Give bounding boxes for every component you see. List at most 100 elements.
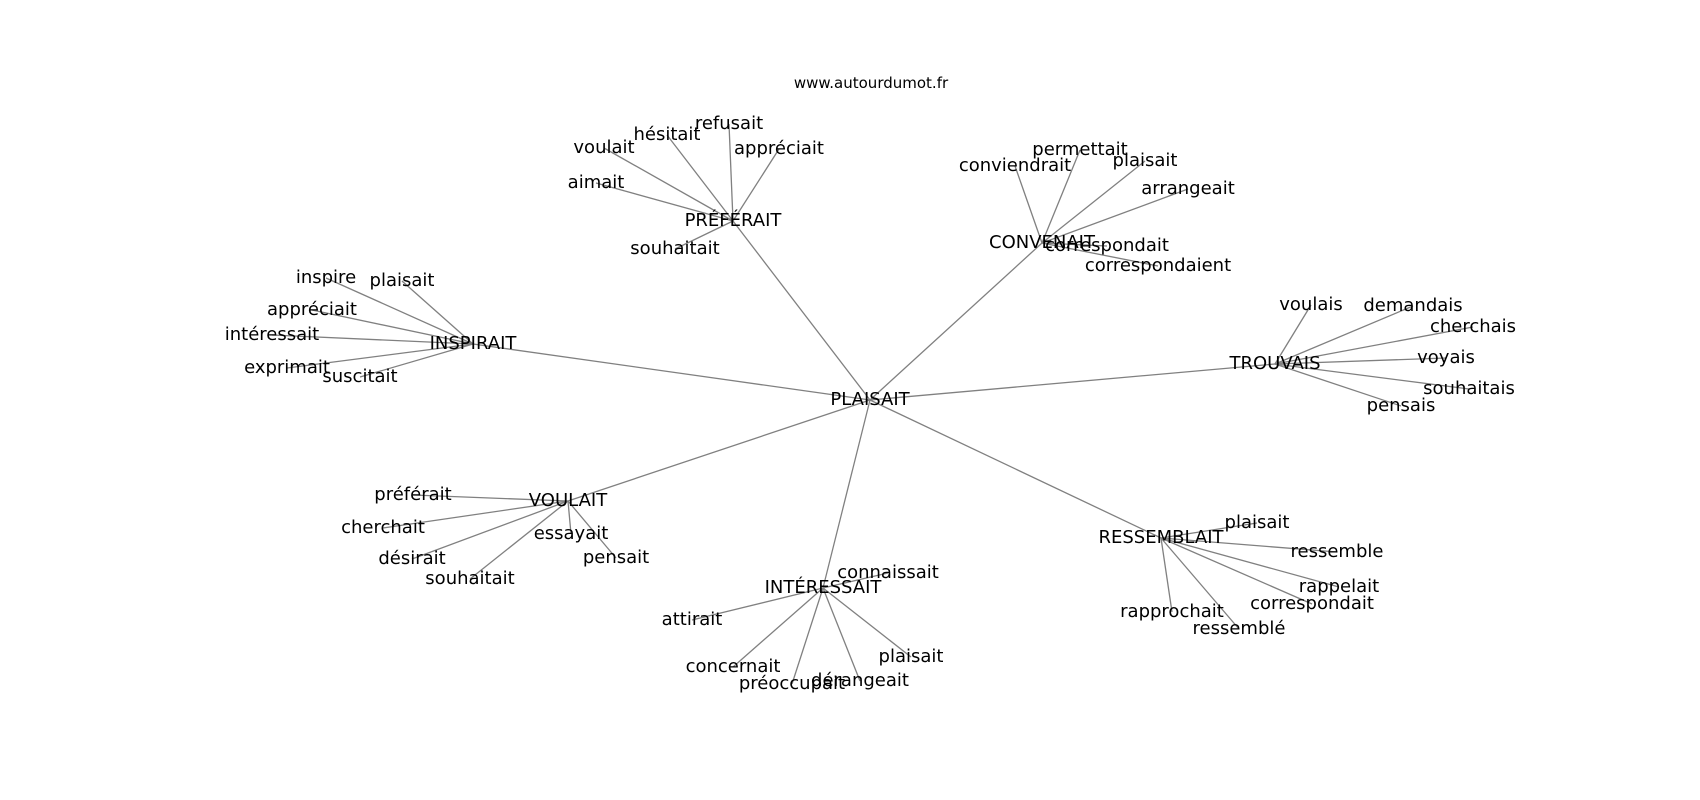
- leaf-node-label: appréciait: [734, 138, 824, 159]
- hub-node-label: RESSEMBLAIT: [1098, 527, 1224, 548]
- edge-hub-to-leaf: [1274, 326, 1474, 365]
- edge-hub-to-leaf: [666, 134, 734, 222]
- leaf-node-label: refusait: [695, 113, 763, 134]
- edge-root-to-hub: [869, 242, 1043, 401]
- edge-hub-to-leaf: [1160, 537, 1240, 630]
- leaf-node-label: plaisait: [370, 270, 435, 291]
- leaf-node-label: correspondait: [1250, 593, 1374, 614]
- leaf-node-label: demandais: [1363, 295, 1462, 316]
- hub-node-label: INTÉRESSAIT: [765, 576, 883, 598]
- leaf-node-label: préoccupait: [739, 673, 845, 694]
- leaf-node-label: exprimait: [244, 357, 330, 378]
- edge-hub-to-leaf: [401, 280, 474, 345]
- leaf-node-label: attirait: [662, 609, 723, 630]
- edge-hub-to-leaf: [674, 220, 734, 250]
- edge-hub-to-leaf: [1160, 537, 1313, 605]
- leaf-node-label: correspondait: [1045, 235, 1169, 256]
- edge-root-to-hub: [732, 220, 871, 401]
- leaf-node-label: pensais: [1367, 395, 1436, 416]
- edge-hub-to-leaf: [1160, 522, 1258, 539]
- edge-hub-to-leaf: [382, 500, 569, 529]
- edge-hub-to-leaf: [1160, 537, 1173, 613]
- edges-layer: [271, 123, 1474, 685]
- leaf-node-label: conviendrait: [959, 155, 1071, 176]
- leaf-node-label: pensait: [583, 547, 649, 568]
- edge-hub-to-leaf: [1041, 188, 1189, 244]
- edge-hub-to-leaf: [822, 572, 889, 589]
- edge-hub-to-leaf: [567, 500, 572, 535]
- edge-hub-to-leaf: [1274, 304, 1312, 365]
- edge-root-to-hub: [567, 399, 871, 502]
- edge-hub-to-leaf: [1041, 242, 1159, 267]
- edge-hub-to-leaf: [411, 500, 569, 560]
- edge-hub-to-leaf: [822, 587, 912, 658]
- leaf-node-label: préférait: [374, 484, 451, 505]
- leaf-node-label: rapprochait: [1120, 601, 1224, 622]
- leaf-node-label: suscitait: [322, 366, 397, 387]
- edge-hub-to-leaf: [359, 343, 474, 378]
- leaf-node-label: dérangeait: [811, 670, 909, 691]
- edge-root-to-hub: [472, 343, 871, 401]
- edge-hub-to-leaf: [1041, 160, 1146, 244]
- hub-node-label: PRÉFÉRAIT: [685, 209, 783, 231]
- leaf-node-label: permettait: [1032, 139, 1127, 160]
- leaf-node-label: plaisait: [1225, 512, 1290, 533]
- edge-hub-to-leaf: [1160, 537, 1340, 588]
- leaf-node-label: appréciait: [267, 299, 357, 320]
- edge-hub-to-leaf: [1274, 357, 1447, 365]
- leaf-node-label: concernait: [686, 656, 781, 677]
- leaf-node-label: souhaitais: [1423, 378, 1515, 399]
- edge-hub-to-leaf: [1014, 165, 1043, 244]
- leaf-node-label: plaisait: [879, 646, 944, 667]
- leaf-node-label: souhaitait: [630, 238, 719, 259]
- leaf-node-label: hésitait: [633, 124, 700, 145]
- leaf-node-label: voyais: [1417, 347, 1475, 368]
- leaf-node-label: cherchait: [341, 517, 425, 538]
- edge-hub-to-leaf: [469, 500, 569, 580]
- leaf-node-label: correspondaient: [1085, 255, 1231, 276]
- edge-hub-to-leaf: [732, 587, 824, 668]
- edge-root-to-hub: [822, 399, 871, 589]
- leaf-node-label: désirait: [378, 548, 445, 569]
- leaf-node-label: voulais: [1279, 294, 1342, 315]
- leaf-node-label: aimait: [568, 172, 625, 193]
- edge-hub-to-leaf: [1274, 363, 1402, 407]
- leaf-node-label: souhaitait: [425, 568, 514, 589]
- leaf-node-label: intéressait: [225, 324, 319, 345]
- leaf-node-label: ressemble: [1291, 541, 1384, 562]
- leaf-node-label: voulait: [573, 137, 634, 158]
- edge-hub-to-leaf: [1274, 305, 1414, 365]
- edge-hub-to-leaf: [271, 334, 474, 345]
- leaf-node-label: connaissait: [837, 562, 939, 583]
- edge-hub-to-leaf: [595, 182, 734, 222]
- labels-layer: PLAISAIT PRÉFÉRAIT souhaitait aimait voulait…: [225, 113, 1516, 694]
- hub-node-label: VOULAIT: [529, 490, 608, 511]
- leaf-node-label: rappelait: [1299, 576, 1379, 597]
- leaf-node-label: arrangeait: [1141, 178, 1235, 199]
- leaf-node-label: ressemblé: [1193, 618, 1286, 639]
- edge-hub-to-leaf: [822, 587, 861, 682]
- edge-hub-to-leaf: [412, 494, 569, 502]
- leaf-node-label: inspire: [296, 267, 356, 288]
- edge-hub-to-leaf: [728, 123, 734, 222]
- root-node-label: PLAISAIT: [830, 389, 910, 410]
- hub-node-label: INSPIRAIT: [430, 333, 518, 354]
- edge-hub-to-leaf: [732, 148, 780, 222]
- edge-hub-to-leaf: [603, 147, 734, 222]
- edge-hub-to-leaf: [791, 587, 824, 685]
- edge-hub-to-leaf: [1041, 242, 1108, 247]
- edge-hub-to-leaf: [1274, 363, 1470, 390]
- edge-root-to-hub: [869, 399, 1162, 539]
- edge-root-to-hub: [869, 363, 1276, 401]
- leaf-node-label: essayait: [534, 523, 609, 544]
- edge-hub-to-leaf: [325, 277, 474, 345]
- edge-hub-to-leaf: [567, 500, 617, 559]
- edge-hub-to-leaf: [691, 587, 824, 621]
- edge-hub-to-leaf: [1160, 537, 1338, 553]
- edge-hub-to-leaf: [311, 309, 474, 345]
- watermark-text: www.autourdumot.fr: [794, 74, 949, 92]
- hub-node-label: TROUVAIS: [1228, 353, 1320, 374]
- hub-node-label: CONVENAIT: [989, 232, 1096, 253]
- leaf-node-label: cherchais: [1430, 316, 1516, 337]
